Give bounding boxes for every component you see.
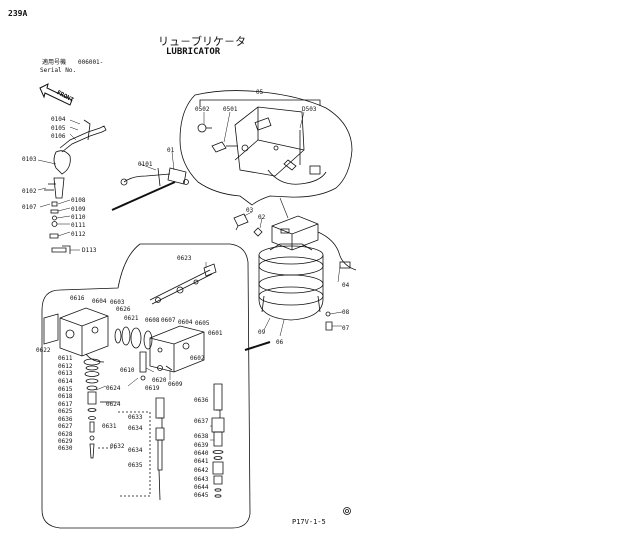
pipe-0623 (149, 263, 217, 305)
part-label: 0112 (71, 231, 86, 238)
part-label: 0111 (71, 222, 86, 229)
part-label: 0640 (194, 450, 209, 457)
part-label: 0637 (194, 418, 209, 425)
part-label: 0644 (194, 484, 209, 491)
part-label: 0628 (58, 431, 73, 438)
left-parts-stack (83, 358, 114, 459)
part-label: 0101 (138, 161, 153, 168)
part-label: 07 (342, 325, 350, 332)
serial-value: 006001- (78, 59, 104, 66)
title-japanese: リュ－ブリケ－タ (158, 35, 246, 48)
part-label: 0643 (194, 476, 209, 483)
part-label: 0639 (194, 442, 209, 449)
center-small-parts (139, 351, 173, 381)
part-label: 0610 (120, 367, 135, 374)
part-label: 0616 (70, 295, 85, 302)
part-label: 0620 (152, 377, 167, 384)
lever-assembly-01 (44, 119, 189, 254)
serial-label-japanese: 適用号機 (42, 59, 67, 66)
cylinder-0601 (149, 325, 205, 373)
part-label: 0108 (71, 197, 86, 204)
part-label: 0626 (116, 306, 131, 313)
part-label: 0617 (58, 401, 73, 408)
part-label: 09 (258, 329, 266, 336)
part-label: 08 (342, 309, 350, 316)
part-label: 0630 (58, 445, 73, 452)
part-label: 0609 (168, 381, 183, 388)
part-label: 01 (167, 147, 175, 154)
part-label: 0605 (195, 320, 210, 327)
part-label: 03 (246, 207, 254, 214)
part-label: 0623 (177, 255, 192, 262)
right-column-parts (211, 383, 225, 498)
detail-callout-06 (41, 243, 251, 529)
part-label: 0632 (110, 443, 125, 450)
part-label: 0627 (58, 423, 73, 430)
part-label: 0634 (128, 447, 143, 454)
part-label: 0607 (161, 317, 176, 324)
part-label: 0602 (190, 355, 205, 362)
part-label: 0614 (58, 378, 73, 385)
part-label: 0110 (71, 214, 86, 221)
title-english: LUBRICATOR (166, 47, 221, 57)
detail-callout-05 (179, 90, 353, 206)
leader-lines (37, 111, 343, 441)
part-label: 0603 (110, 299, 125, 306)
part-label: 0633 (128, 414, 143, 421)
part-label: 0645 (194, 492, 209, 499)
part-label: 0502 (195, 106, 210, 113)
part-label: 0641 (194, 458, 209, 465)
middle-column-parts (98, 397, 165, 501)
manifold-block (43, 307, 153, 363)
part-label: 0103 (22, 156, 37, 163)
part-label: 0104 (51, 116, 66, 123)
part-label: 0102 (22, 188, 37, 195)
part-label: 0604 (92, 298, 107, 305)
part-label: 0619 (145, 385, 160, 392)
part-label: 0601 (208, 330, 223, 337)
part-label: 0604 (178, 319, 193, 326)
part-label: 0105 (51, 125, 66, 132)
part-label: 0642 (194, 467, 209, 474)
part-label: 0624 (106, 385, 121, 392)
part-label: 0635 (128, 462, 143, 469)
part-label: 0634 (128, 425, 143, 432)
part-label: D503 (302, 106, 317, 113)
part-label: 0636 (194, 397, 209, 404)
part-labels: 05 0502 0501 D503 0104 0105 0106 0103 01… (22, 89, 350, 499)
part-label: D113 (82, 247, 97, 254)
part-label: 02 (258, 214, 266, 221)
part-label: 0107 (22, 204, 37, 211)
part-label: 0613 (58, 370, 73, 377)
part-label: 0608 (145, 317, 160, 324)
part-label: 0612 (58, 363, 73, 370)
part-label: 0106 (51, 133, 66, 140)
front-arrow-icon (39, 83, 73, 106)
part-label: 0638 (194, 433, 209, 440)
upper-fittings (233, 213, 357, 271)
part-label: 0615 (58, 386, 73, 393)
main-lubricator-body (258, 243, 333, 331)
part-label: 0611 (58, 355, 73, 362)
part-label: 0618 (58, 393, 73, 400)
part-label: 0636 (58, 416, 73, 423)
part-label: 0625 (58, 408, 73, 415)
part-label: 0629 (58, 438, 73, 445)
part-label: 06 (276, 339, 284, 346)
serial-label-english: Serial No. (40, 67, 77, 74)
part-label: 0109 (71, 206, 86, 213)
part-label: 0501 (223, 106, 238, 113)
part-label: 0624 (106, 401, 121, 408)
footer-code: P17V-1-5 (292, 518, 326, 526)
part-label: 0631 (102, 423, 117, 430)
registration-mark-icon (343, 507, 351, 515)
part-label: 0621 (124, 315, 139, 322)
part-label: 05 (256, 89, 264, 96)
page-code: 239A (8, 9, 28, 18)
part-label: 04 (342, 282, 350, 289)
part-label: 0622 (36, 347, 51, 354)
